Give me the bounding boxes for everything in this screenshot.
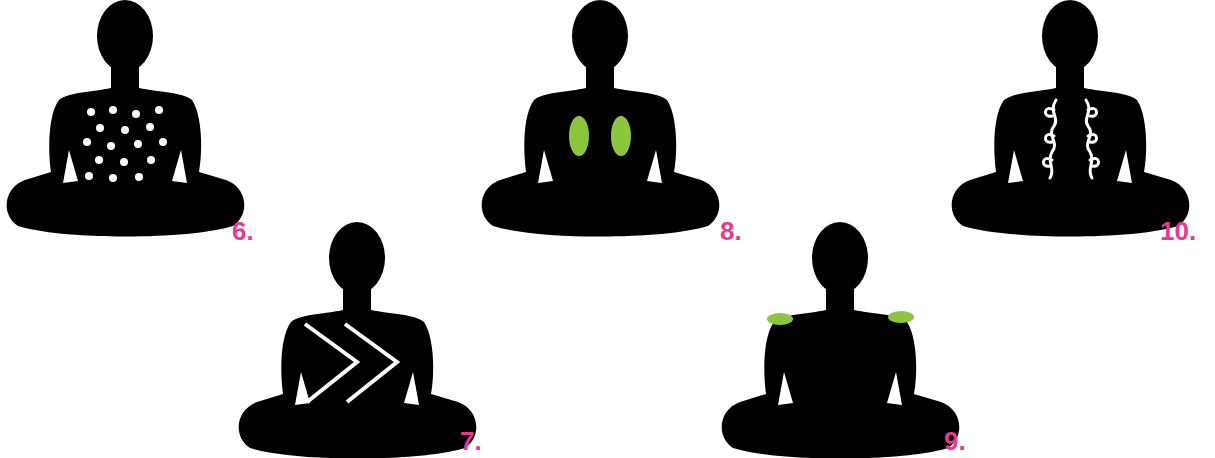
callout-number: 10. <box>1160 218 1196 244</box>
figure-dots <box>7 0 245 237</box>
callout-number: 6. <box>232 218 254 244</box>
figure-zigzag <box>239 222 477 458</box>
callout-number: 8. <box>720 218 742 244</box>
callout-number: 7. <box>460 428 482 454</box>
figure-lungs <box>482 0 720 237</box>
figure-shoulders <box>722 222 960 458</box>
callout-number: 9. <box>944 428 966 454</box>
figure-spine-vines <box>952 0 1190 237</box>
